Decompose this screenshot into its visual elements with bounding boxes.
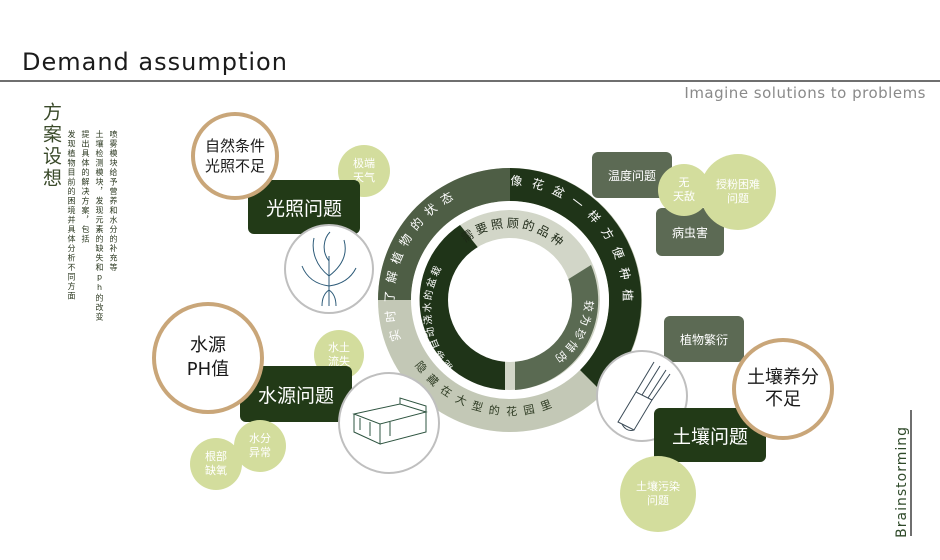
condition-water-ph: 水源 PH值 [152,302,264,414]
brainstorming-label: Brainstorming [894,426,910,538]
wheel-outer-mid-segment [378,168,510,300]
bubble-no-enemy: 无 天敌 [658,164,710,216]
tag-pests: 病虫害 [656,208,724,256]
footer-divider [910,410,912,536]
side-desc-col-4: 发现植物目前的困境并具体分析不同方面 [67,130,76,301]
tag-reproduction: 植物繁衍 [664,316,744,362]
brush-sketch-icon [617,361,671,431]
bubble-soil-pollution: 土壤污染 问题 [620,456,696,532]
page-subtitle: Imagine solutions to problems [684,84,926,102]
side-desc-col-1: 喷雾模块给予营养和水分的补充等 [109,130,118,273]
wheel-outer-dark-segment [510,168,642,393]
bubble-water-abnormal: 水分 异常 [234,420,286,472]
condition-soil-nutrient: 土壤养分 不足 [732,338,834,440]
bubble-root-hypoxia: 根部 缺氧 [190,438,242,490]
page-title: Demand assumption [22,48,288,76]
wheel-center [448,238,572,362]
condition-natural-light: 自然条件 光照不足 [191,112,279,200]
planter-sketch-icon [352,397,428,445]
side-heading: 方案设想 [40,102,62,190]
bubble-pollination: 授粉困难 问题 [700,154,776,230]
plant-sketch-image [284,224,374,314]
side-desc-col-3: 提出具体的解决方案，包括 [81,130,90,244]
wheel-middle-dark-segment [515,265,599,390]
title-divider [0,80,940,82]
planter-sketch-image [338,372,440,474]
wheel-inner-dark-segment [419,225,505,390]
plant-sketch-icon [301,231,357,307]
concept-wheel: 实时了解植物的状态 像花盆一样方便种植 隐藏在大型的花园里 需要照顾的品种 较为… [378,168,642,432]
side-desc-col-2: 土壤检测模块，发现元素的缺失和ph的改变 [95,130,104,322]
tag-temperature: 温度问题 [592,152,672,198]
